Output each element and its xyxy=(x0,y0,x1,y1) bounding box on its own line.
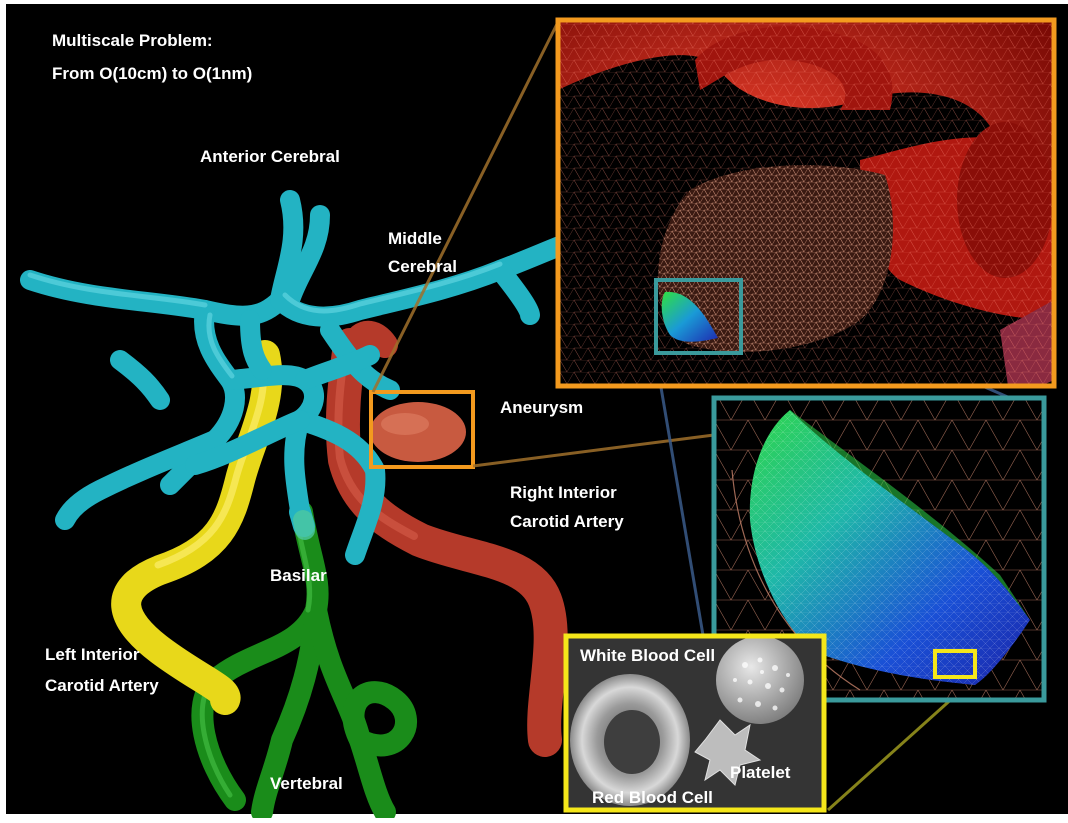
title-line-2: From O(10cm) to O(1nm) xyxy=(52,64,252,83)
label-platelet: Platelet xyxy=(730,763,791,782)
title-line-1: Multiscale Problem: xyxy=(52,31,213,50)
label-basilar: Basilar xyxy=(270,566,327,585)
label-anterior-cerebral: Anterior Cerebral xyxy=(200,147,340,166)
label-white-blood-cell: White Blood Cell xyxy=(580,646,715,665)
label-aneurysm: Aneurysm xyxy=(500,398,583,417)
white-blood-cell-image xyxy=(716,636,804,724)
mesh-panel xyxy=(558,20,1056,400)
label-left-ica-1: Left Interior xyxy=(45,645,140,664)
label-left-ica-2: Carotid Artery xyxy=(45,676,159,695)
label-vertebral: Vertebral xyxy=(270,774,343,793)
label-red-blood-cell: Red Blood Cell xyxy=(592,788,713,807)
label-middle-cerebral-1: Middle xyxy=(388,229,442,248)
label-right-ica-1: Right Interior xyxy=(510,483,617,502)
label-middle-cerebral-2: Cerebral xyxy=(388,257,457,276)
label-right-ica-2: Carotid Artery xyxy=(510,512,624,531)
